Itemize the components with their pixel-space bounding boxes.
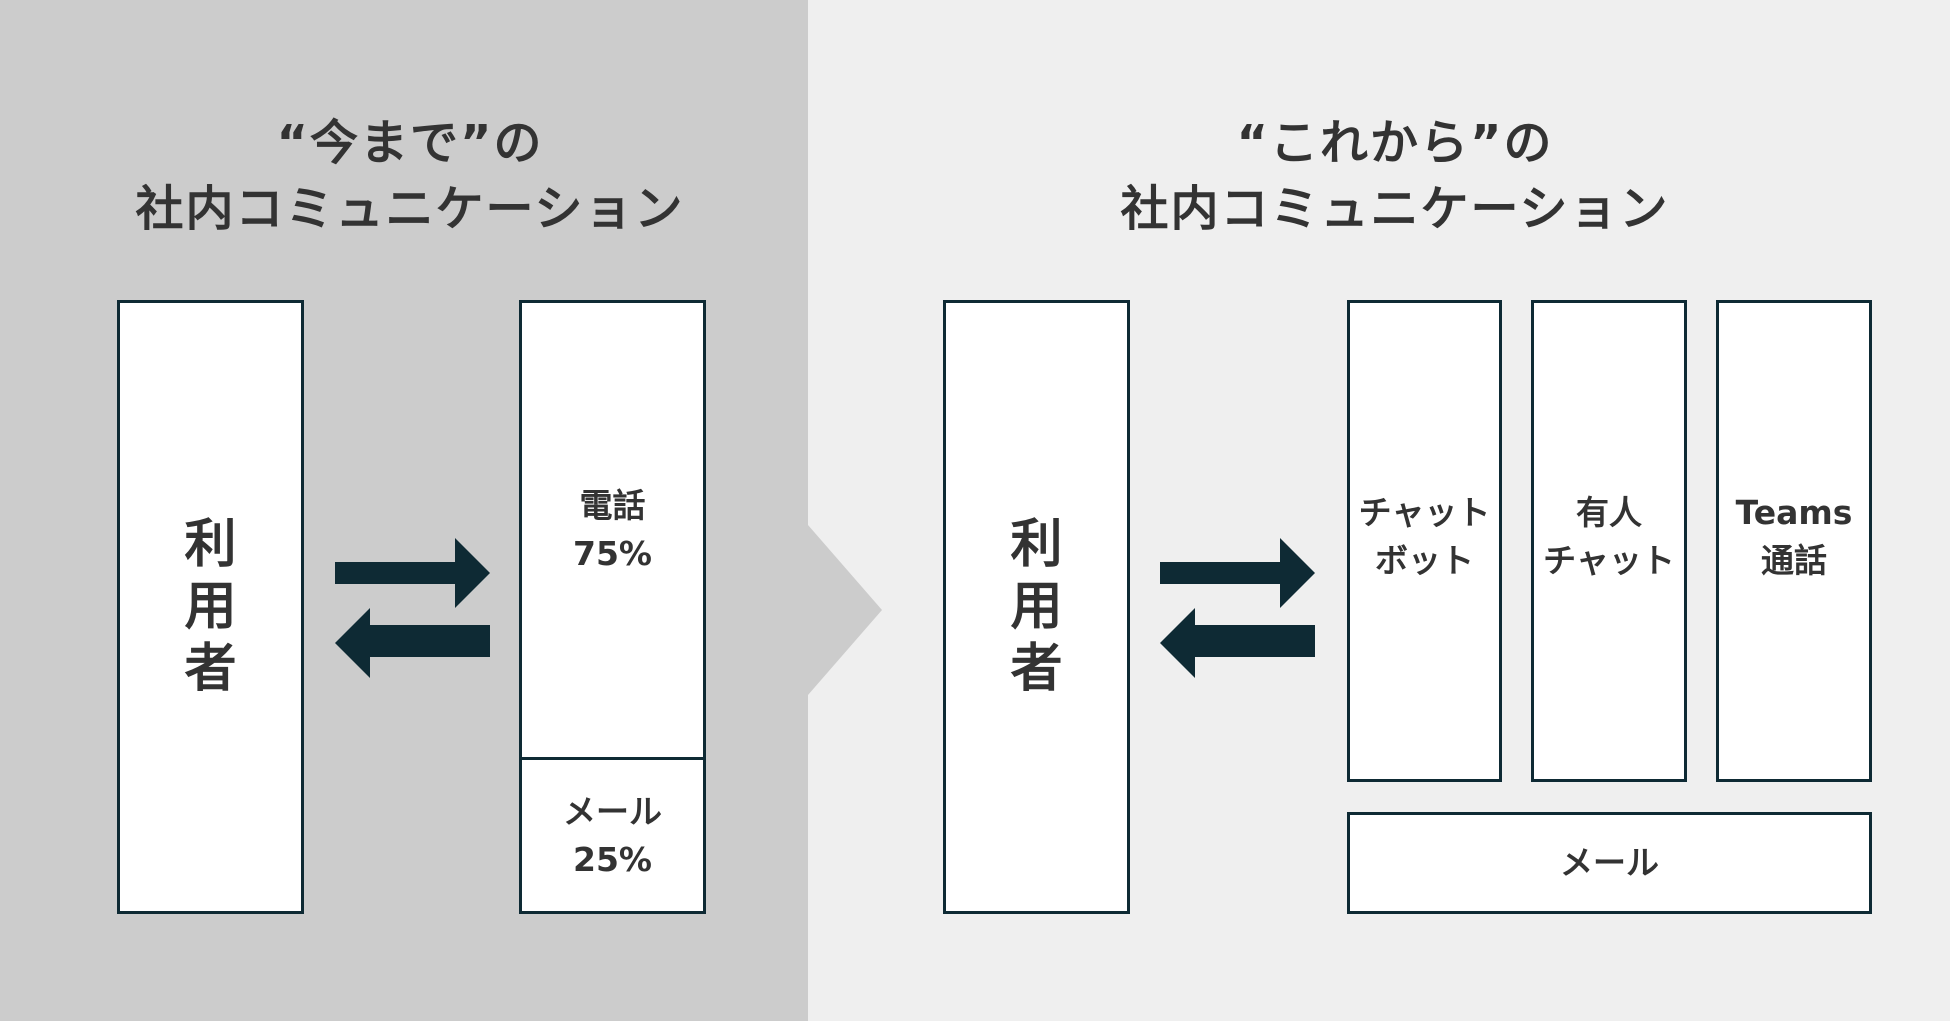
left-user-box: 利用者 xyxy=(117,300,304,914)
arrow-left-icon xyxy=(1160,608,1315,678)
phone-box: 電話 75% xyxy=(519,300,706,760)
arrow-right-icon xyxy=(335,538,490,608)
chatbot-box: チャット ボット xyxy=(1347,300,1502,782)
teams-box: Teams 通話 xyxy=(1716,300,1872,782)
left-title: “今まで”の 社内コミュニケーション xyxy=(10,110,810,242)
teams-label: Teams 通話 xyxy=(1735,493,1853,580)
right-mail-label: メール xyxy=(1560,843,1659,882)
manned-chat-label: 有人 チャット xyxy=(1543,493,1675,580)
left-user-label: 利用者 xyxy=(184,515,237,699)
left-mail-box: メール 25% xyxy=(519,757,706,914)
arrow-left-icon xyxy=(335,608,490,678)
right-title-line2: 社内コミュニケーション xyxy=(1120,181,1670,237)
chatbot-label: チャット ボット xyxy=(1358,493,1491,580)
left-title-line2: 社内コミュニケーション xyxy=(135,181,685,237)
bidirectional-arrows-icon xyxy=(335,538,490,678)
right-user-box: 利用者 xyxy=(943,300,1130,914)
right-title: “これから”の 社内コミュニケーション xyxy=(1005,110,1785,242)
arrow-right-icon xyxy=(1160,538,1315,608)
right-mail-box: メール xyxy=(1347,812,1872,914)
left-mail-label: メール 25% xyxy=(563,791,662,879)
right-title-line1: “これから”の xyxy=(1236,115,1554,171)
right-user-label: 利用者 xyxy=(1010,515,1063,699)
phone-label: 電話 75% xyxy=(573,486,652,573)
manned-chat-box: 有人 チャット xyxy=(1531,300,1687,782)
bidirectional-arrows-icon xyxy=(1160,538,1315,678)
left-title-line1: “今まで”の xyxy=(276,115,544,171)
